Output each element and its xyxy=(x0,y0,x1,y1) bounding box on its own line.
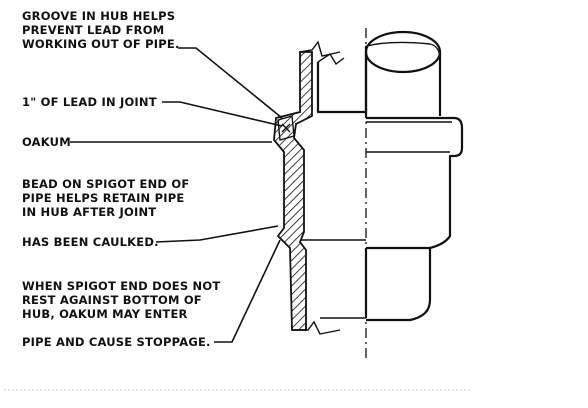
lead-mark-icon xyxy=(281,123,291,133)
hub-wall-hatch xyxy=(273,51,313,331)
label-bead-line-2: PIPE HELPS RETAIN PIPE xyxy=(22,191,184,205)
label-spigot-line-3: HUB, OAKUM MAY ENTER xyxy=(22,307,188,321)
lower-break-mark-icon xyxy=(292,320,341,335)
callout-groove: GROOVE IN HUB HELPS PREVENT LEAD FROM WO… xyxy=(22,9,283,119)
label-oakum: OAKUM xyxy=(22,135,71,149)
pipe-hub xyxy=(300,116,464,250)
label-bead-line-4: HAS BEEN CAULKED. xyxy=(22,235,159,249)
callout-oakum: OAKUM xyxy=(22,135,272,149)
label-spigot-line-2: REST AGAINST BOTTOM OF xyxy=(22,293,202,307)
leader-lead xyxy=(162,101,283,127)
label-bead-line-1: BEAD ON SPIGOT END OF xyxy=(22,177,189,191)
lower-pipe xyxy=(320,248,432,322)
leader-groove xyxy=(178,47,283,119)
hub-wall-section xyxy=(273,51,313,331)
pipe-drawing xyxy=(273,28,464,362)
lead-pocket xyxy=(277,115,295,141)
break-marks xyxy=(292,40,345,335)
label-groove-line-1: GROOVE IN HUB HELPS xyxy=(22,9,175,23)
label-bead-line-3: IN HUB AFTER JOINT xyxy=(22,205,156,219)
upper-pipe-end xyxy=(364,30,442,74)
callout-lead: 1" OF LEAD IN JOINT xyxy=(22,95,283,127)
callout-bead: BEAD ON SPIGOT END OF PIPE HELPS RETAIN … xyxy=(22,177,279,249)
label-spigot-line-4: PIPE AND CAUSE STOPPAGE. xyxy=(22,335,211,349)
upper-break-mark-2-icon xyxy=(317,53,345,66)
label-groove-line-3: WORKING OUT OF PIPE. xyxy=(22,37,180,51)
upper-pipe xyxy=(316,30,442,118)
label-lead: 1" OF LEAD IN JOINT xyxy=(22,95,157,109)
label-groove-line-2: PREVENT LEAD FROM xyxy=(22,23,164,37)
callout-spigot: WHEN SPIGOT END DOES NOT REST AGAINST BO… xyxy=(22,239,281,349)
leader-bead xyxy=(155,225,279,243)
leader-spigot xyxy=(214,239,281,343)
label-spigot-line-1: WHEN SPIGOT END DOES NOT xyxy=(22,279,220,293)
